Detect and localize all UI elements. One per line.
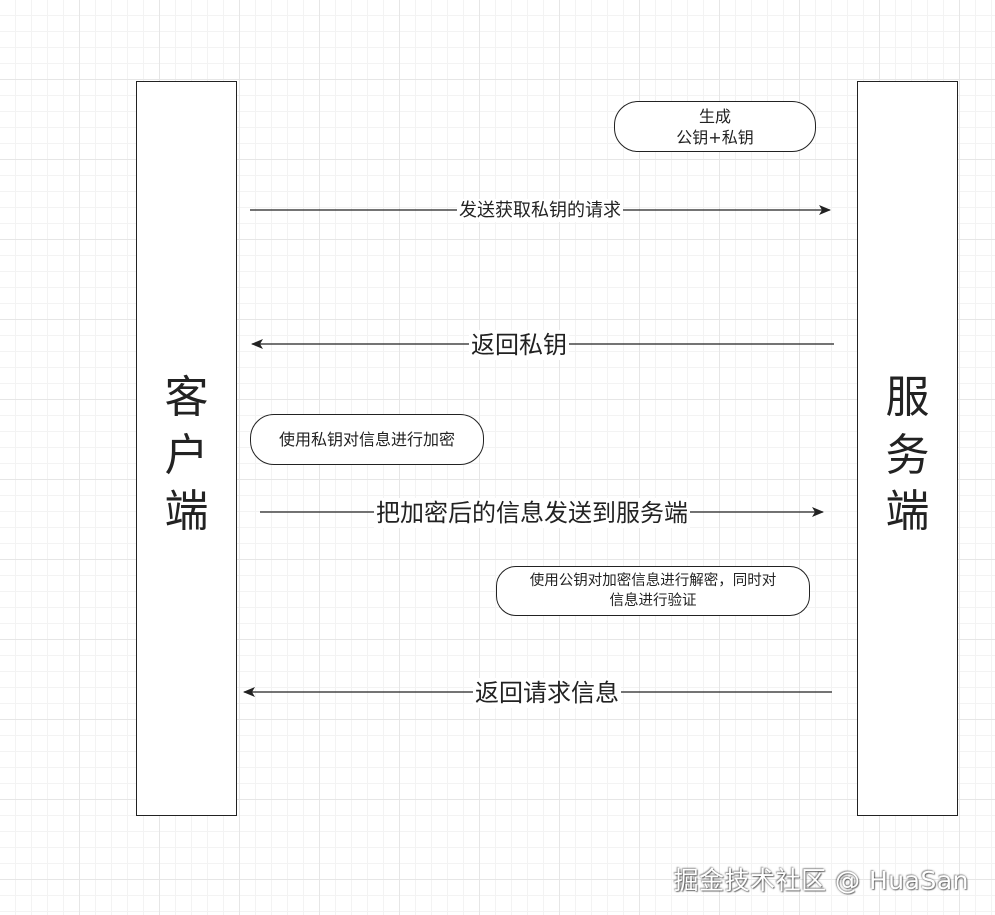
note-generate-keys-line-2: 公钥+私钥 [676,127,754,147]
note-encrypt-line-1: 使用私钥对信息进行加密 [278,430,455,449]
note-encrypt-with-private-key: 使用私钥对信息进行加密 [250,414,484,465]
message-label-send-encrypted: 把加密后的信息发送到服务端 [374,498,690,528]
note-decrypt-line-2: 信息进行验证 [609,593,697,609]
server-label-1: 服 [885,372,930,423]
message-label-request-private-key: 发送获取私钥的请求 [457,199,623,222]
server-actor-box: 服 务 端 [857,81,958,816]
server-label-3: 端 [885,486,930,537]
watermark: 掘金技术社区 @ HuaSan [673,866,969,895]
server-label-2: 务 [885,430,930,481]
note-decrypt-line-1: 使用公钥对加密信息进行解密，同时对 [529,573,777,589]
message-label-return-private-key: 返回私钥 [469,330,569,360]
note-generate-keys-line-1: 生成 [698,106,731,126]
client-label-1: 客 [164,372,209,423]
client-label-2: 户 [164,430,209,481]
message-label-return-response: 返回请求信息 [473,678,621,708]
note-decrypt-and-verify: 使用公钥对加密信息进行解密，同时对 信息进行验证 [496,566,810,616]
client-actor-box: 客 户 端 [136,81,237,816]
note-generate-keys: 生成 公钥+私钥 [614,101,816,152]
client-label-3: 端 [164,486,209,537]
